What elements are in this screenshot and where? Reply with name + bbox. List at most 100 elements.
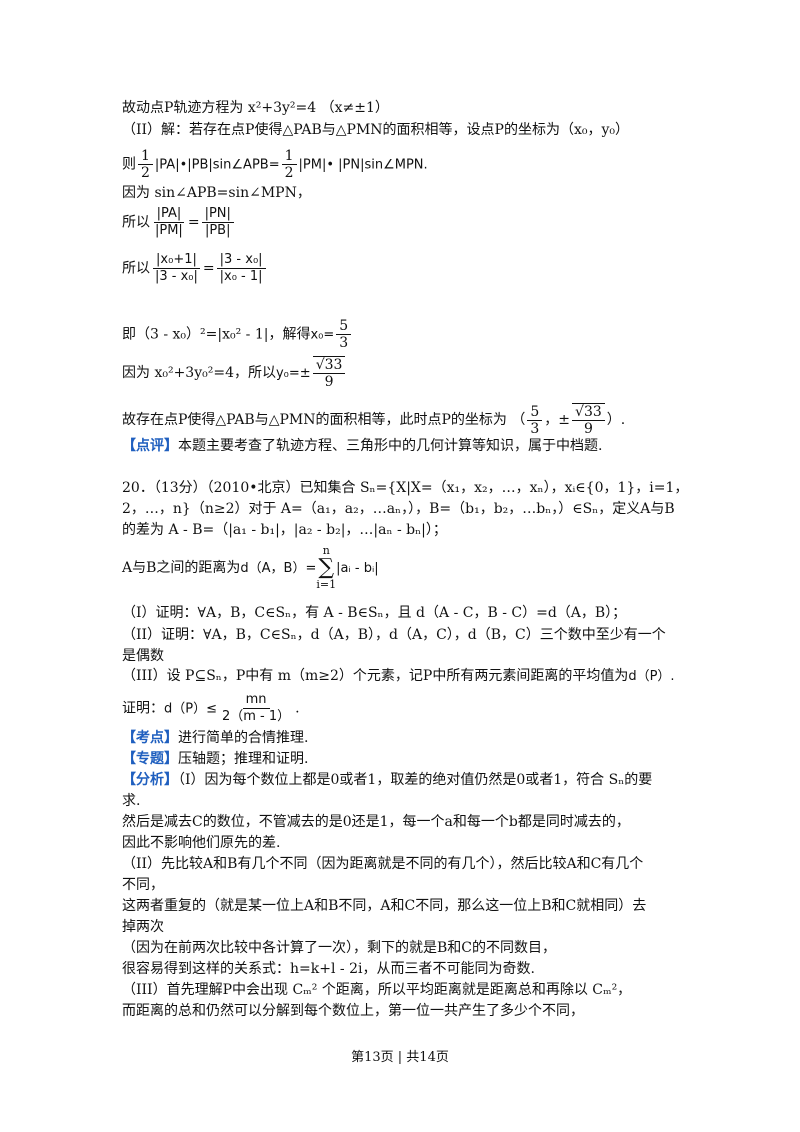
numerator: 5 <box>336 318 352 335</box>
fraction: |x₀+1||3 - x₀| <box>152 252 201 285</box>
kaodian-text: 进行简单的合情推理. <box>178 730 309 746</box>
denominator: 3 <box>339 335 349 351</box>
numerator: |x₀+1| <box>153 252 200 269</box>
denominator: |PB| <box>204 223 231 238</box>
text-line: 故动点P轨迹方程为 x²+3y²=4 （x≠±1） <box>122 100 389 116</box>
numerator: √33 <box>572 403 605 421</box>
zhuanti-tag: 【专题】 <box>122 751 178 767</box>
numerator: |PA| <box>153 206 185 223</box>
text-line: （III）首先理解P中会出现 Cₘ² 个距离，所以平均距离就是距离总和再除以 C… <box>122 982 632 998</box>
text-line: 这两者重复的（就是某一位上A和B不同，A和C不同，那么这一位上B和C就相同）去 <box>122 898 647 914</box>
question-line: （II）证明：∀A，B，C∈Sₙ，d（A，B），d（A，C），d（B，C）三个数… <box>122 627 666 643</box>
text-line: 很容易得到这样的关系式：h=k+l - 2i，从而三者不可能同为奇数. <box>122 961 535 977</box>
text-line: 掉两次 <box>122 919 164 935</box>
question-line: 是偶数 <box>122 648 164 664</box>
sum-symbol: ∑ <box>318 555 335 580</box>
fraction: |PA||PM| <box>152 206 186 239</box>
numerator: 5 <box>527 404 543 421</box>
comment-text: 本题主要考查了轨迹方程、三角形中的几何计算等知识，属于中档题. <box>178 438 603 454</box>
numerator: √33 <box>312 356 346 374</box>
denominator: 9 <box>324 374 334 390</box>
formula: |PA|•|PB|sin∠APB= <box>154 157 280 173</box>
text: 证明： <box>122 700 164 717</box>
denominator: 2 <box>284 165 294 181</box>
info-line: 【专题】压轴题；推理和证明. <box>122 749 308 769</box>
text-line: 求. <box>122 793 141 809</box>
denominator: 2（m - 1） <box>221 709 291 724</box>
text: 所以 <box>122 260 150 277</box>
text: （III）设 P⊆Sₙ，P中有 m（m≥2）个元素，记P中所有两元素间距离的平均… <box>122 668 629 684</box>
formula: d（A，B）= <box>240 561 317 576</box>
zhuanti-text: 压轴题；推理和证明. <box>178 751 309 767</box>
formula: |PM|• |PN|sin∠MPN. <box>298 157 428 173</box>
denominator: 3 <box>530 420 540 437</box>
question-line: （I）证明：∀A，B，C∈Sₙ，有 A - B∈Sₙ，且 d（A - C，B -… <box>122 605 627 621</box>
sum-lower: i=1 <box>316 578 337 591</box>
equals: = <box>187 214 200 231</box>
fraction: |PN||PB| <box>201 206 234 239</box>
denominator: |x₀ - 1| <box>219 269 263 284</box>
numerator: 1 <box>281 148 297 165</box>
kaodian-tag: 【考点】 <box>122 730 178 746</box>
text-line: 然后是减去C的数位，不管减去的是0还是1，每一个a和每一个b都是同时减去的， <box>122 814 630 830</box>
numerator: 1 <box>138 148 153 165</box>
formula: d（P）. <box>628 669 675 684</box>
text: 故存在点P使得△PAB与△PMN的面积相等，此时点P的坐标为 <box>122 412 507 428</box>
info-line: 【考点】进行简单的合情推理. <box>122 728 308 748</box>
text-line: 而距离的总和仍然可以分解到每个数位上，第一位一共产生了多少个不同， <box>122 1003 584 1019</box>
comment-tag: 【点评】 <box>122 438 178 454</box>
text-line: （因为在前两次比较中各计算了一次），剩下的就是B和C的不同数目， <box>122 940 556 956</box>
equation-line: 所以|x₀+1||3 - x₀|=|3 - x₀||x₀ - 1| <box>122 252 268 285</box>
comment-line: 【点评】本题主要考查了轨迹方程、三角形中的几何计算等知识，属于中档题. <box>122 436 602 456</box>
question-line: 的差为 A - B=（|a₁ - b₁|，|a₂ - b₂|，…|aₙ - bₙ… <box>122 522 447 538</box>
formula: d（P）≤ <box>164 701 217 717</box>
text-line: 不同， <box>122 877 164 893</box>
denominator: 2 <box>141 165 150 181</box>
plus-minus: ± <box>558 412 571 428</box>
denominator: 9 <box>583 421 593 437</box>
equation-line: 所以|PA||PM|=|PN||PB| <box>122 206 236 239</box>
text-line: 因为 sin∠APB=sin∠MPN， <box>122 185 311 201</box>
question-line: 2，…，n}（n≥2）对于 A=（a₁，a₂，…aₙ，），B=（b₁，b₂，…b… <box>122 501 675 517</box>
text: . <box>295 700 300 717</box>
numerator: |PN| <box>201 206 234 223</box>
text-line: 因此不影响他们原先的差. <box>122 835 281 851</box>
question-line: 20．（13分）（2010•北京）已知集合 Sₙ={X|X=（x₁，x₂，…，x… <box>122 480 689 496</box>
page-footer: 第13页 | 共14页 <box>351 1050 449 1065</box>
numerator: mn <box>242 692 270 709</box>
equation-line: A与B之间的距离为d（A，B）=n∑i=1|aᵢ - bᵢ| <box>122 545 379 591</box>
fenxi-tag: 【分析】 <box>122 772 178 788</box>
text: 则 <box>122 156 136 173</box>
text: 即（3 - x₀）²=|x₀² - 1|，解得 <box>122 326 311 343</box>
summation: n∑i=1 <box>316 545 336 591</box>
text-line: （II）先比较A和B有几个不同（因为距离就是不同的有几个），然后比较A和C有几个 <box>122 856 644 872</box>
formula: |aᵢ - bᵢ| <box>336 561 379 576</box>
fenxi-text: （I）因为每个数位上都是0或者1，取差的绝对值仍然是0或者1，符合 Sₙ的要 <box>178 772 653 788</box>
fraction: |3 - x₀||x₀ - 1| <box>216 252 266 285</box>
text: 因为 x₀²+3y₀²=4，所以 <box>122 365 276 381</box>
formula: x₀= <box>310 327 335 343</box>
text: A与B之间的距离为 <box>122 560 241 576</box>
text-line: （II）解：若存在点P使得△PAB与△PMN的面积相等，设点P的坐标为（x₀，y… <box>122 122 629 138</box>
sum-upper: n <box>322 544 330 557</box>
question-line: （III）设 P⊆Sₙ，P中有 m（m≥2）个元素，记P中所有两元素间距离的平均… <box>122 666 675 687</box>
formula: y₀=± <box>275 366 311 381</box>
equals: = <box>202 260 215 277</box>
denominator: |PM| <box>155 223 183 238</box>
text: 所以 <box>122 214 150 231</box>
denominator: |3 - x₀| <box>155 269 198 284</box>
info-line: 【分析】（I）因为每个数位上都是0或者1，取差的绝对值仍然是0或者1，符合 Sₙ… <box>122 770 652 790</box>
